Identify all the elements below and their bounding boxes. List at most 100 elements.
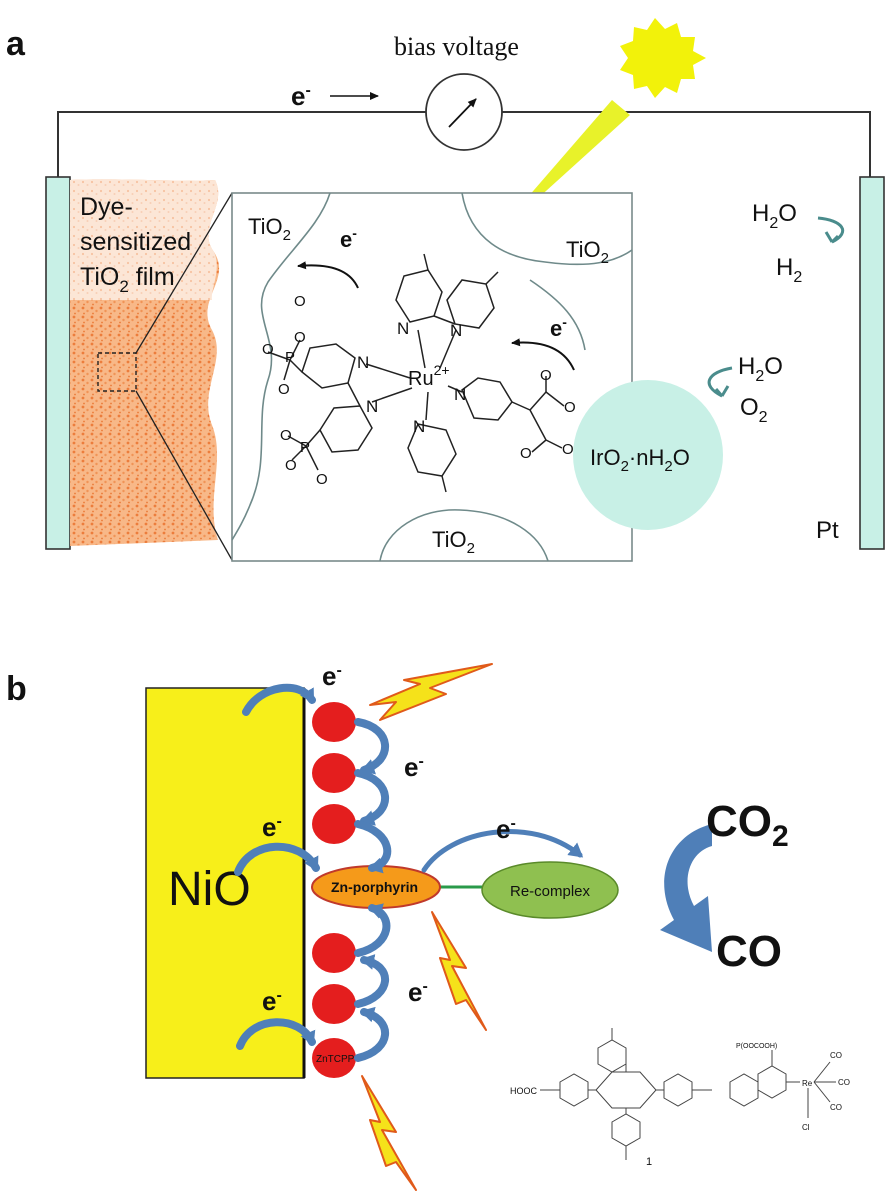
dye-hop-arrow-6	[354, 1006, 389, 1062]
electron-label-b5: e-	[408, 977, 428, 1007]
zn-porphyrin-label: Zn-porphyrin	[331, 879, 418, 895]
structure-number-label: 1	[646, 1156, 652, 1168]
dye-hop-arrow-1	[354, 718, 389, 775]
co2-label: CO2	[706, 797, 789, 853]
co2-to-co-arrow	[660, 824, 712, 952]
electron-label-b2: e-	[404, 752, 424, 782]
zoom-line-bottom	[135, 390, 233, 561]
atom-p-1: P	[285, 349, 295, 366]
atom-n-5: N	[413, 417, 425, 436]
film-label-line1: Dye-	[80, 193, 133, 221]
film-label-background	[70, 179, 219, 300]
electron-label-b3: e-	[262, 812, 282, 842]
electron-arrow-upper	[297, 261, 359, 289]
nio-to-dye-arrow-1	[242, 683, 316, 716]
atom-o-5: O	[280, 427, 292, 444]
panel-b: b NiO ZnTCPP Zn-porphyrin Re-complex	[6, 661, 850, 1191]
dye-hop-arrow-5	[354, 954, 389, 1008]
structure-co-label-2: CO	[838, 1078, 850, 1087]
tio2-label-bottom: TiO2	[432, 527, 475, 557]
structure-co-label-1: CO	[830, 1051, 842, 1060]
atom-o-8: O	[540, 367, 552, 384]
tio2-label-right: TiO2	[566, 237, 609, 267]
h2o-to-h2-cycle-icon	[817, 216, 845, 244]
porphyrin-to-re-arrow	[421, 829, 584, 873]
iro2-catalyst-particle	[573, 380, 723, 530]
dye-circle-1	[312, 702, 356, 742]
lightning-bolt-icon-3	[361, 1075, 417, 1191]
dye-hop-arrow-4	[354, 903, 391, 957]
electron-arrow-lower	[511, 338, 575, 371]
electron-label-b1: e-	[322, 661, 342, 691]
structure-hooc-label: HOOC	[510, 1086, 538, 1096]
dye-circle-3	[312, 804, 356, 844]
iro2-catalyst-label: IrO2·nH2O	[590, 445, 690, 475]
atom-o-10: O	[520, 445, 532, 462]
atom-o-11: O	[562, 441, 574, 458]
re-complex-node	[481, 861, 619, 919]
electron-label-b6: e-	[262, 986, 282, 1016]
electron-label-lower: e-	[550, 314, 567, 341]
nio-to-porphyrin-arrow	[234, 842, 320, 876]
structure-cl-label: Cl	[802, 1123, 810, 1132]
h2o-reactant-label: H2O	[752, 200, 797, 232]
atom-n-4: N	[366, 397, 378, 416]
h2-product-label: H2	[776, 254, 802, 286]
dye-circle-4	[312, 933, 356, 973]
dye-circle-2	[312, 753, 356, 793]
atom-p-2: P	[300, 439, 310, 456]
porphyrin-re-structure	[540, 1028, 836, 1160]
tio2-boundary-right	[529, 279, 586, 351]
tio2-label-left: TiO2	[248, 214, 291, 244]
circuit-wire	[57, 111, 426, 177]
panel-a-label: a	[6, 25, 26, 63]
atom-o-6: O	[285, 457, 297, 474]
ru-center-label: Ru2+	[408, 362, 450, 390]
lightning-bolt-icon-2	[431, 911, 487, 1031]
panel-b-label: b	[6, 670, 27, 708]
tio2-boundary-bottom	[379, 509, 549, 562]
film-label-line3: TiO2 film	[80, 263, 175, 296]
o2-product-label: O2	[740, 394, 768, 426]
voltmeter-needle-icon	[448, 98, 477, 128]
bias-voltage-label: bias voltage	[394, 32, 519, 61]
panel-a: a e- bias voltage Dye- sensitized TiO2 f…	[6, 18, 885, 562]
h2o-oxidation-label: H2O	[738, 353, 783, 385]
atom-n-6: N	[454, 385, 466, 404]
film-label-line2: sensitized	[80, 228, 191, 256]
electron-transfer-arrows	[234, 683, 584, 1062]
water-oxidation-cycle-icon	[707, 366, 733, 398]
pt-electrode-label: Pt	[816, 517, 839, 544]
atom-o-2: O	[294, 329, 306, 346]
tio2-boundary-top-right	[461, 192, 633, 266]
atom-n-2: N	[450, 321, 462, 340]
re-complex-label: Re-complex	[510, 883, 591, 900]
atom-o-9: O	[564, 399, 576, 416]
cathode-electrode	[859, 176, 885, 550]
electron-label-b4: e-	[496, 814, 516, 844]
structure-co-label-3: CO	[830, 1103, 842, 1112]
atom-o-3: O	[262, 341, 274, 358]
atom-o-1: O	[294, 293, 306, 310]
anode-electrode	[45, 176, 71, 550]
sun-icon	[620, 18, 706, 98]
zoom-line-top	[135, 192, 233, 354]
tio2-boundary-left	[231, 192, 331, 541]
electron-flow-label: e-	[291, 81, 311, 111]
atom-o-7: O	[316, 471, 328, 488]
atom-o-4: O	[278, 381, 290, 398]
zoom-region-marker	[97, 352, 137, 392]
structure-re-label: Re	[802, 1079, 813, 1088]
co-label: CO	[716, 927, 782, 976]
dye-hop-arrow-3	[354, 820, 392, 874]
atom-n-1: N	[397, 319, 409, 338]
electron-label-upper: e-	[340, 225, 357, 252]
light-excitation-icons	[361, 663, 493, 1191]
dye-circle-5	[312, 984, 356, 1024]
nio-to-zntcpp-arrow	[236, 1018, 316, 1050]
structure-cooh-label: P(OOCOOH)	[736, 1043, 777, 1050]
dye-molecules	[312, 702, 356, 1078]
molecular-zoom-box	[231, 192, 633, 562]
ru-complex-structure	[267, 253, 565, 493]
